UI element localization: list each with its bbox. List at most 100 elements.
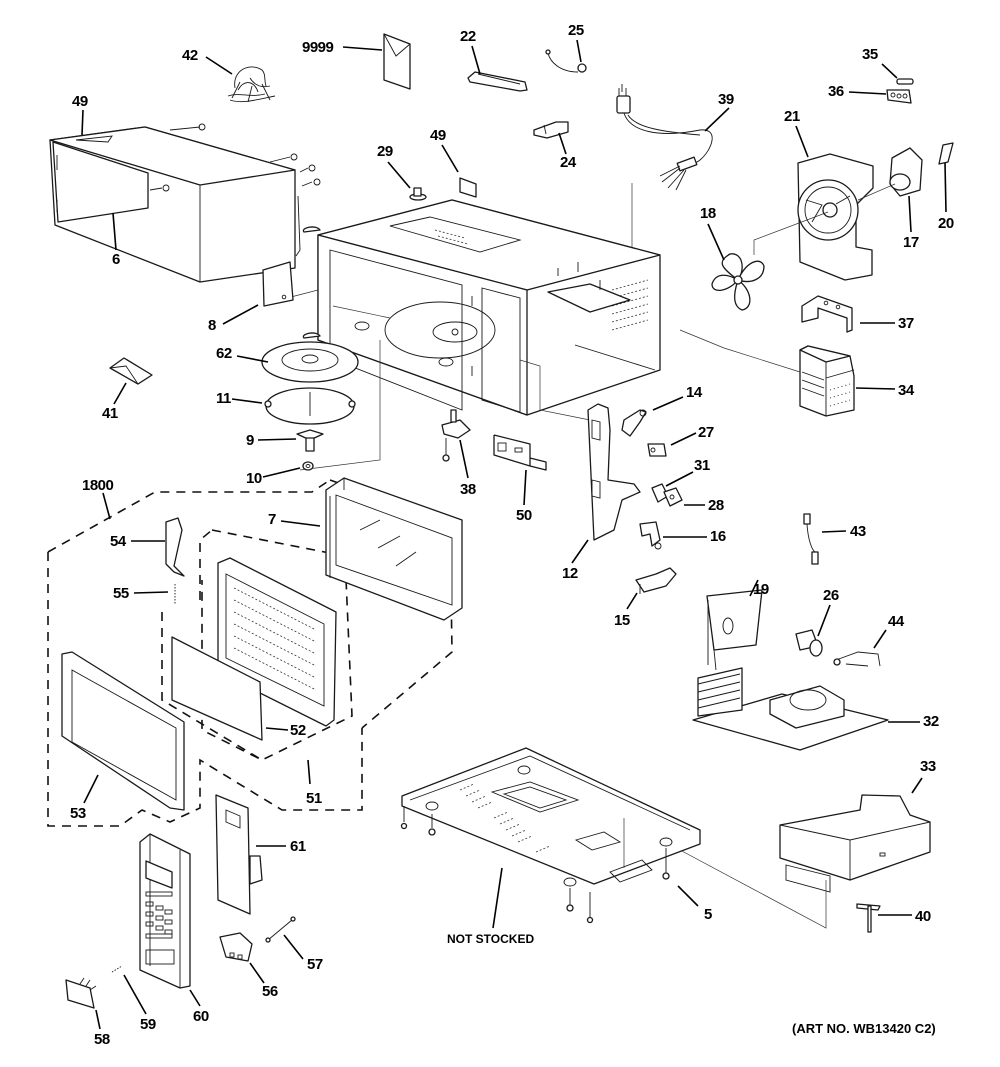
callout-54[interactable]: 54 xyxy=(110,533,165,550)
part-22-bracket[interactable] xyxy=(467,71,528,92)
part-number-label[interactable]: 14 xyxy=(686,384,703,401)
callout-51[interactable]: 51 xyxy=(306,759,322,807)
part-6-outer-case[interactable] xyxy=(49,123,321,283)
part-number-label[interactable]: 18 xyxy=(700,205,716,222)
part-50-bracket[interactable] xyxy=(493,434,547,471)
part-11-roller-ring[interactable] xyxy=(264,387,356,425)
part-28-switch[interactable] xyxy=(663,487,683,507)
callout-15[interactable]: 15 xyxy=(614,592,638,629)
callout-14[interactable]: 14 xyxy=(652,384,703,411)
part-26-capacitor[interactable] xyxy=(795,629,823,657)
part-number-label[interactable]: 53 xyxy=(70,805,86,822)
part-number-label[interactable]: 25 xyxy=(568,22,584,39)
part-number-label[interactable]: 12 xyxy=(562,565,578,582)
part-number-label[interactable]: 32 xyxy=(923,713,939,730)
callout-61[interactable]: 61 xyxy=(256,838,306,855)
part-number-label[interactable]: 51 xyxy=(306,790,322,807)
callout-62[interactable]: 62 xyxy=(216,345,269,363)
part-8-waveguide-cover[interactable] xyxy=(262,261,294,307)
callout-39[interactable]: 39 xyxy=(704,91,734,132)
part-number-label[interactable]: 42 xyxy=(182,47,198,64)
part-39-power-cord[interactable] xyxy=(616,84,713,255)
callout-60[interactable]: 60 xyxy=(189,989,209,1025)
part-number-label[interactable]: 35 xyxy=(862,46,878,63)
callout-7[interactable]: 7 xyxy=(268,511,321,528)
callout-52[interactable]: 52 xyxy=(265,722,306,739)
part-number-label[interactable]: 40 xyxy=(915,908,931,925)
part-54-latch[interactable] xyxy=(165,517,185,577)
callout-24[interactable]: 24 xyxy=(558,132,577,171)
callout-43[interactable]: 43 xyxy=(821,523,866,540)
callout-12[interactable]: 12 xyxy=(562,539,589,582)
part-14-lever[interactable] xyxy=(621,409,647,437)
callout-21[interactable]: 21 xyxy=(784,108,809,158)
part-7-door-frame[interactable] xyxy=(325,477,463,621)
part-16-holder[interactable] xyxy=(639,521,662,550)
part-number-label[interactable]: 36 xyxy=(828,83,844,100)
callout-27[interactable]: 27 xyxy=(670,424,714,446)
part-number-label[interactable]: 33 xyxy=(920,758,936,775)
part-number-label[interactable]: 6 xyxy=(112,251,121,268)
part-number-label[interactable]: 19 xyxy=(753,581,769,598)
callout-1800[interactable]: 1800 xyxy=(82,477,114,520)
callout-9999[interactable]: 9999 xyxy=(302,39,383,56)
part-number-label[interactable]: 26 xyxy=(823,587,839,604)
part-18-fan-blade[interactable] xyxy=(711,211,829,311)
part-43-wire-lead[interactable] xyxy=(803,513,819,565)
part-number-label[interactable]: 54 xyxy=(110,533,127,550)
part-9-coupler[interactable] xyxy=(296,429,324,452)
part-57-lead[interactable] xyxy=(265,916,296,943)
part-number-label[interactable]: 24 xyxy=(560,154,577,171)
part-number-label[interactable]: 22 xyxy=(460,28,476,45)
part-number-label[interactable]: 37 xyxy=(898,315,914,332)
part-number-label[interactable]: 49 xyxy=(72,93,88,110)
part-19-air-guide[interactable] xyxy=(706,589,763,671)
part-number-label[interactable]: 21 xyxy=(784,108,800,125)
callout-25[interactable]: 25 xyxy=(568,22,584,63)
callout-40[interactable]: 40 xyxy=(878,908,931,925)
callout-57[interactable]: 57 xyxy=(283,934,323,973)
part-number-label[interactable]: 44 xyxy=(888,613,905,630)
part-number-label[interactable]: 31 xyxy=(694,457,710,474)
callout-38[interactable]: 38 xyxy=(459,439,476,498)
part-number-label[interactable]: 29 xyxy=(377,143,393,160)
part-32-inverter-board[interactable] xyxy=(692,667,889,751)
callout-20[interactable]: 20 xyxy=(938,162,954,232)
part-53-choke-cover[interactable] xyxy=(61,651,185,811)
callout-49a[interactable]: 49 xyxy=(72,93,88,136)
part-56-switch[interactable] xyxy=(219,932,253,962)
callout-50[interactable]: 50 xyxy=(516,469,532,524)
callout-59[interactable]: 59 xyxy=(123,974,156,1033)
callout-9[interactable]: 9 xyxy=(246,432,297,449)
callout-6[interactable]: 6 xyxy=(112,212,121,268)
callout-42[interactable]: 42 xyxy=(182,47,233,75)
part-number-label[interactable]: 9 xyxy=(246,432,255,449)
callout-55[interactable]: 55 xyxy=(113,585,169,602)
part-61-control-board[interactable] xyxy=(215,794,263,915)
part-36-fuse-holder[interactable] xyxy=(886,89,912,104)
callout-26[interactable]: 26 xyxy=(817,587,839,637)
part-number-label[interactable]: 39 xyxy=(718,91,734,108)
callout-33[interactable]: 33 xyxy=(911,758,936,794)
part-number-label[interactable]: 56 xyxy=(262,983,278,1000)
callout-19[interactable]: 19 xyxy=(749,579,769,598)
part-24-clip[interactable] xyxy=(533,121,569,139)
part-number-label[interactable]: 50 xyxy=(516,507,532,524)
callout-28[interactable]: 28 xyxy=(684,497,724,514)
part-58-door-button[interactable] xyxy=(65,977,97,1009)
callout-53[interactable]: 53 xyxy=(70,774,99,822)
part-62-glass-tray[interactable] xyxy=(261,341,359,383)
callout-34[interactable]: 34 xyxy=(855,382,915,399)
callout-5[interactable]: 5 xyxy=(677,885,713,923)
part-number-label[interactable]: 20 xyxy=(938,215,954,232)
part-37-bracket[interactable] xyxy=(801,295,853,333)
part-34-magnetron[interactable] xyxy=(679,329,855,417)
part-number-label[interactable]: 59 xyxy=(140,1016,156,1033)
part-40-ground-wire[interactable] xyxy=(856,903,881,933)
part-number-label[interactable]: 38 xyxy=(460,481,476,498)
part-42-wire-harness[interactable] xyxy=(227,66,276,103)
callout-37[interactable]: 37 xyxy=(860,315,914,332)
part-number-label[interactable]: 57 xyxy=(307,956,323,973)
part-15-holder[interactable] xyxy=(635,567,677,594)
part-59-spring[interactable] xyxy=(111,965,123,973)
